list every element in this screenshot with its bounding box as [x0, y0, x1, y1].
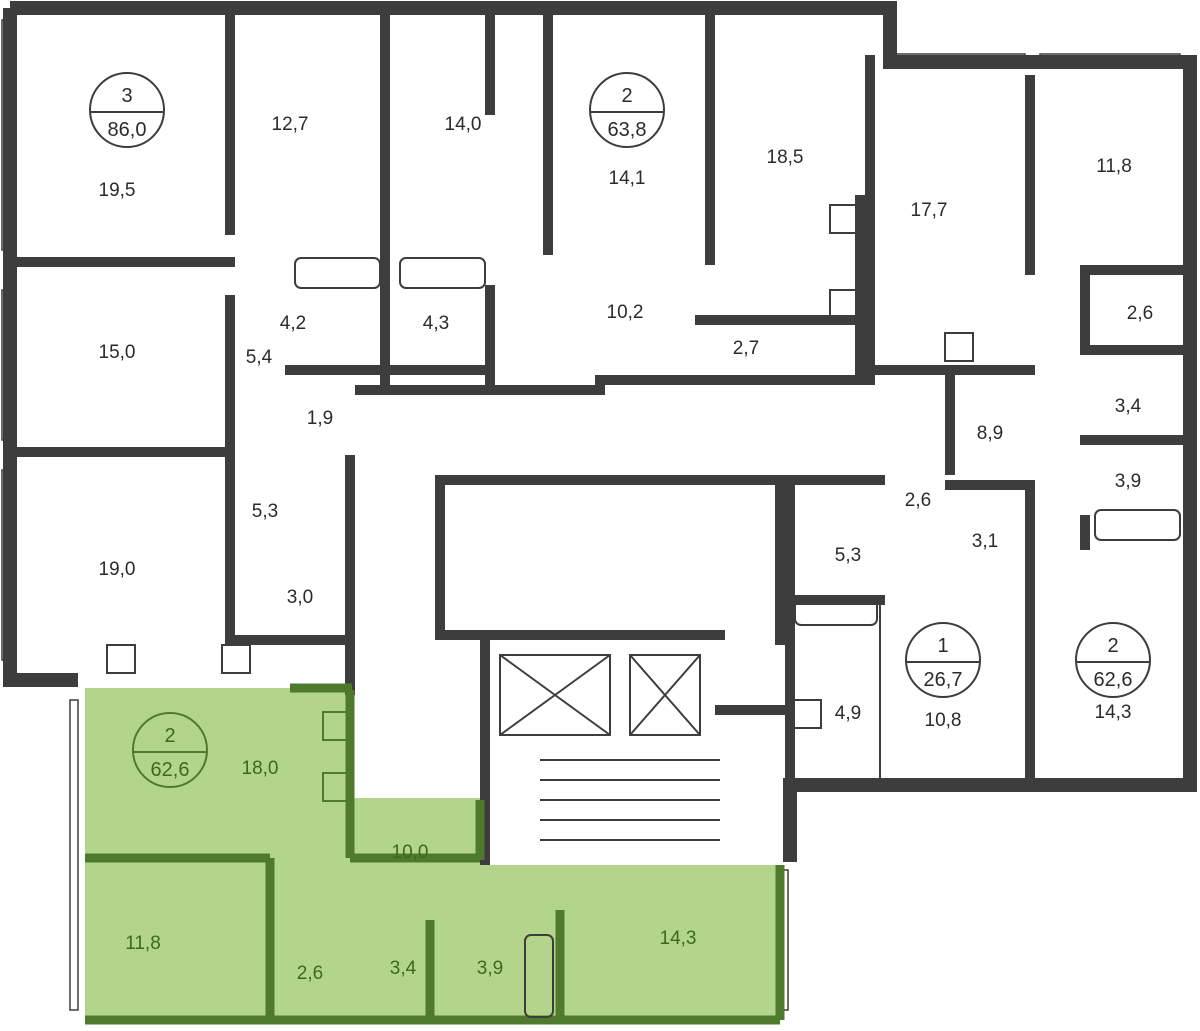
- room-area-label: 5,4: [246, 347, 273, 368]
- room-count: 2: [164, 725, 175, 747]
- stove-icon: [944, 332, 974, 362]
- stove-icon: [829, 204, 859, 234]
- room-area-label: 14,3: [660, 928, 697, 949]
- room-area-label: 4,2: [280, 313, 306, 334]
- room-area-label: 15,0: [99, 342, 136, 363]
- bathtub-icon: [1094, 509, 1181, 541]
- apartment-area: 86,0: [108, 119, 147, 141]
- room-count: 2: [1107, 635, 1118, 657]
- room-area-label: 19,5: [99, 180, 136, 201]
- room-area-label: 4,9: [835, 703, 861, 724]
- bathtub-icon: [794, 596, 878, 626]
- room-area-label: 12,7: [272, 114, 309, 135]
- badge-circle: [132, 712, 208, 788]
- sink-icon: [322, 711, 352, 741]
- badge-circle: [89, 72, 165, 148]
- room-area-label: 2,7: [733, 338, 759, 359]
- apartment-badge[interactable]: 262,6: [132, 712, 208, 788]
- room-area-label: 5,3: [252, 501, 278, 522]
- room-area-label: 11,8: [125, 933, 161, 954]
- bathtub-icon: [399, 257, 486, 289]
- room-count: 1: [937, 635, 948, 657]
- stove-icon: [106, 644, 136, 674]
- room-area-label: 5,3: [835, 545, 861, 566]
- apartment-area: 62,6: [151, 759, 190, 781]
- room-area-label: 11,8: [1096, 156, 1132, 177]
- apartment-area: 26,7: [924, 669, 963, 691]
- sink-icon: [221, 644, 251, 674]
- room-area-label: 2,6: [905, 490, 931, 511]
- room-area-label: 19,0: [99, 559, 136, 580]
- apartment-badge[interactable]: 386,0: [89, 72, 165, 148]
- apartment-badge[interactable]: 263,8: [589, 72, 665, 148]
- room-area-label: 14,0: [445, 114, 482, 135]
- room-count: 2: [621, 85, 632, 107]
- room-area-label: 3,9: [477, 958, 503, 979]
- badge-circle: [905, 622, 981, 698]
- apartment-badge[interactable]: 126,7: [905, 622, 981, 698]
- room-area-label: 2,6: [297, 963, 323, 984]
- apartment-area: 62,6: [1094, 669, 1133, 691]
- apartment-badge[interactable]: 262,6: [1075, 622, 1151, 698]
- room-area-label: 10,2: [607, 302, 644, 323]
- room-area-label: 10,0: [392, 842, 429, 863]
- apartment-area: 63,8: [608, 119, 647, 141]
- stove-icon: [792, 699, 822, 729]
- room-area-label: 8,9: [977, 423, 1003, 444]
- room-area-label: 18,5: [767, 147, 804, 168]
- room-area-label: 10,8: [925, 710, 962, 731]
- bathtub-icon: [294, 257, 381, 289]
- badge-circle: [589, 72, 665, 148]
- sink-icon: [829, 289, 859, 319]
- room-area-label: 3,0: [287, 587, 313, 608]
- room-area-label: 18,0: [242, 758, 279, 779]
- room-area-label: 3,4: [390, 958, 417, 979]
- fixture-icons: [106, 204, 1181, 1018]
- room-area-label: 14,3: [1095, 702, 1132, 723]
- room-area-label: 3,1: [972, 531, 998, 552]
- room-count: 3: [121, 85, 132, 107]
- badge-circle: [1075, 622, 1151, 698]
- stove-icon: [322, 772, 352, 802]
- room-area-label: 14,1: [609, 168, 646, 189]
- room-area-label: 3,9: [1115, 471, 1141, 492]
- room-area-label: 17,7: [911, 200, 948, 221]
- room-area-label: 4,3: [423, 313, 449, 334]
- room-area-label: 3,4: [1115, 396, 1142, 417]
- room-area-label: 2,6: [1127, 303, 1153, 324]
- room-area-label: 1,9: [307, 408, 333, 429]
- bathtub-icon: [524, 934, 554, 1018]
